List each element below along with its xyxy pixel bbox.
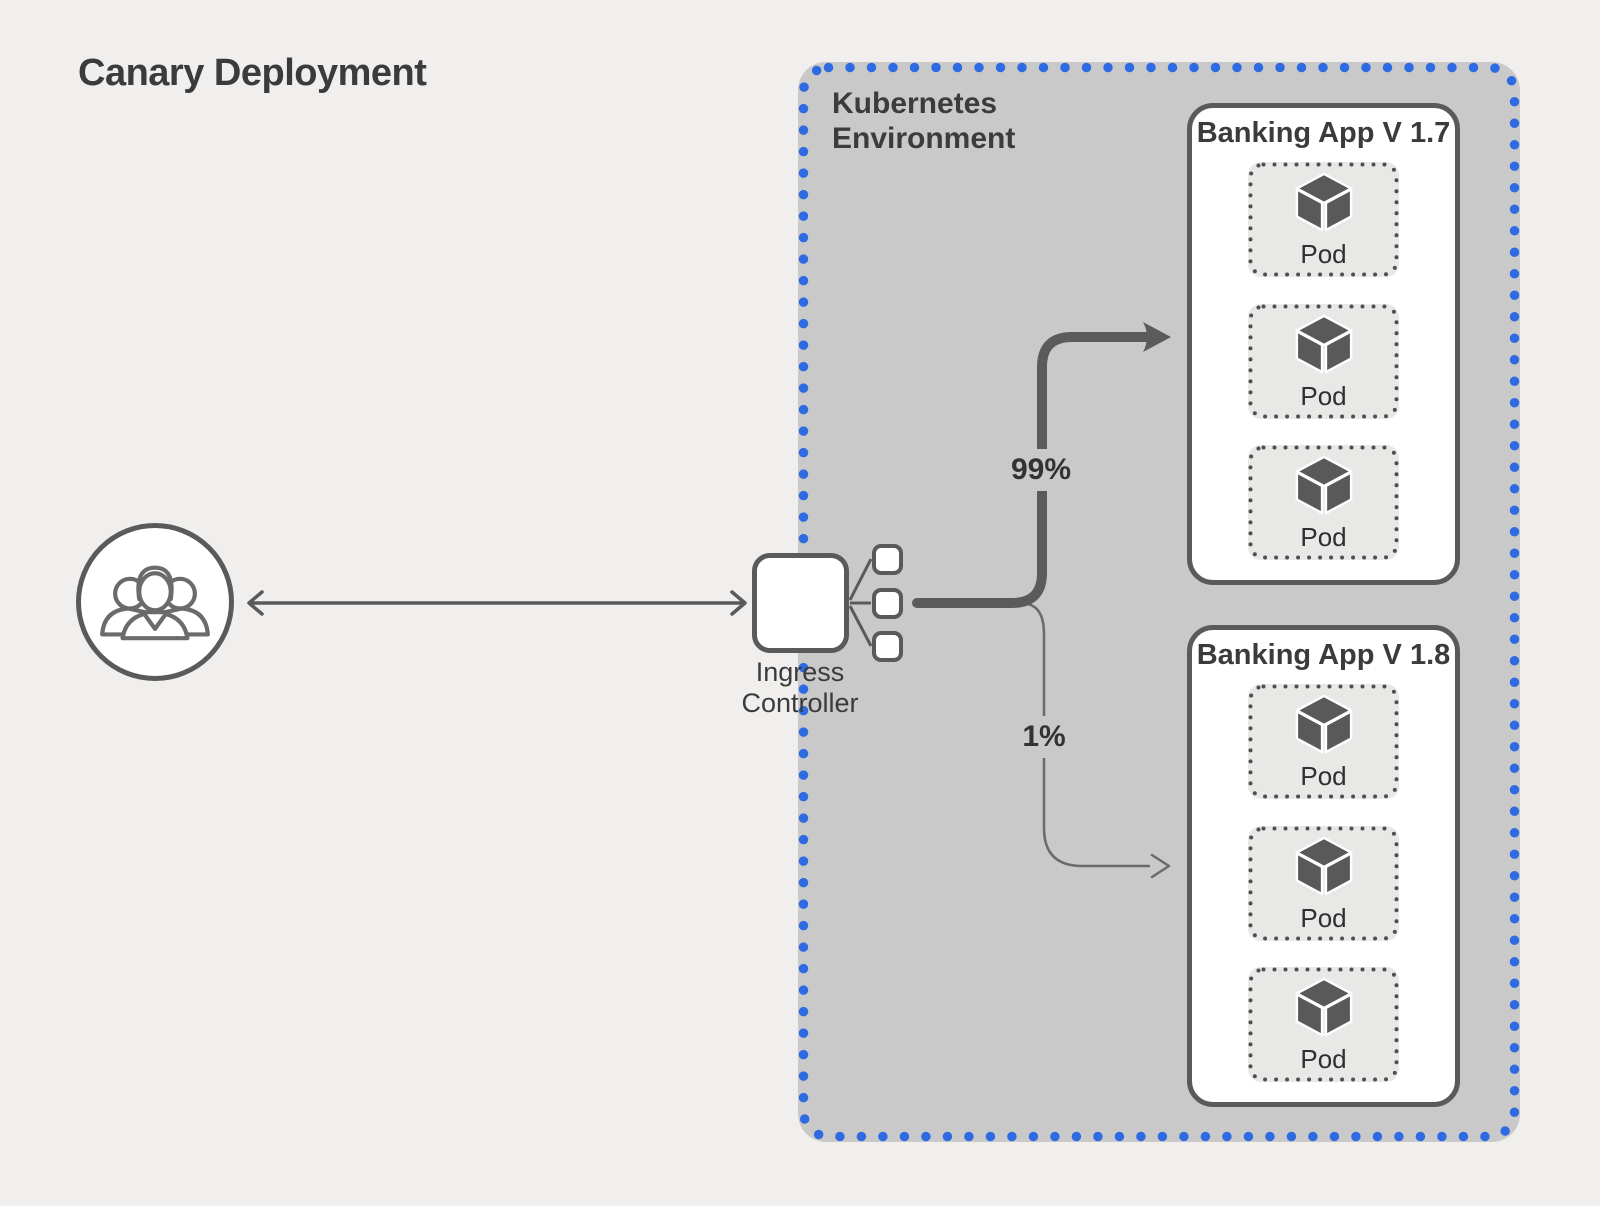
- app-box-banking-v18: Banking App V 1.8 Pod: [1187, 625, 1460, 1107]
- kubernetes-environment-label: Kubernetes Environment: [832, 87, 1016, 155]
- cube-icon: [1295, 172, 1352, 232]
- pod-label: Pod: [1300, 239, 1347, 269]
- app-title-banking-v18: Banking App V 1.8: [1196, 639, 1451, 671]
- pod-label: Pod: [1300, 381, 1347, 411]
- ingress-controller-box: [752, 553, 849, 653]
- ingress-port-square: [872, 588, 903, 619]
- pod-label: Pod: [1300, 1044, 1347, 1074]
- pod-box: Pod: [1248, 445, 1399, 560]
- ingress-controller-label: Ingress Controller: [741, 657, 859, 718]
- pod-label: Pod: [1300, 761, 1347, 791]
- pod-box: Pod: [1248, 684, 1399, 799]
- pod-label: Pod: [1300, 522, 1347, 552]
- ingress-port-square: [872, 544, 903, 575]
- pod-box: Pod: [1248, 162, 1399, 277]
- traffic-percent-99: 99%: [1007, 449, 1075, 491]
- pod-box: Pod: [1248, 826, 1399, 941]
- app-box-banking-v17: Banking App V 1.7 Pod: [1187, 103, 1460, 585]
- arrowhead-left-icon: [247, 590, 264, 616]
- pod-box: Pod: [1248, 967, 1399, 1082]
- pod-box: Pod: [1248, 304, 1399, 419]
- kubernetes-environment-box: Kubernetes Environment Banking App V 1.7…: [798, 62, 1520, 1142]
- traffic-percent-1: 1%: [1019, 716, 1069, 758]
- cube-icon: [1295, 694, 1352, 754]
- page-title: Canary Deployment: [78, 52, 427, 94]
- cube-icon: [1295, 836, 1352, 896]
- users-circle: [76, 523, 234, 681]
- cube-icon: [1295, 314, 1352, 374]
- cube-icon: [1295, 977, 1352, 1037]
- app-title-banking-v17: Banking App V 1.7: [1196, 117, 1451, 149]
- arrowhead-right-icon: [730, 590, 747, 616]
- pod-label: Pod: [1300, 903, 1347, 933]
- cube-icon: [1295, 455, 1352, 515]
- users-group-icon: [100, 565, 210, 641]
- ingress-port-square: [872, 631, 903, 662]
